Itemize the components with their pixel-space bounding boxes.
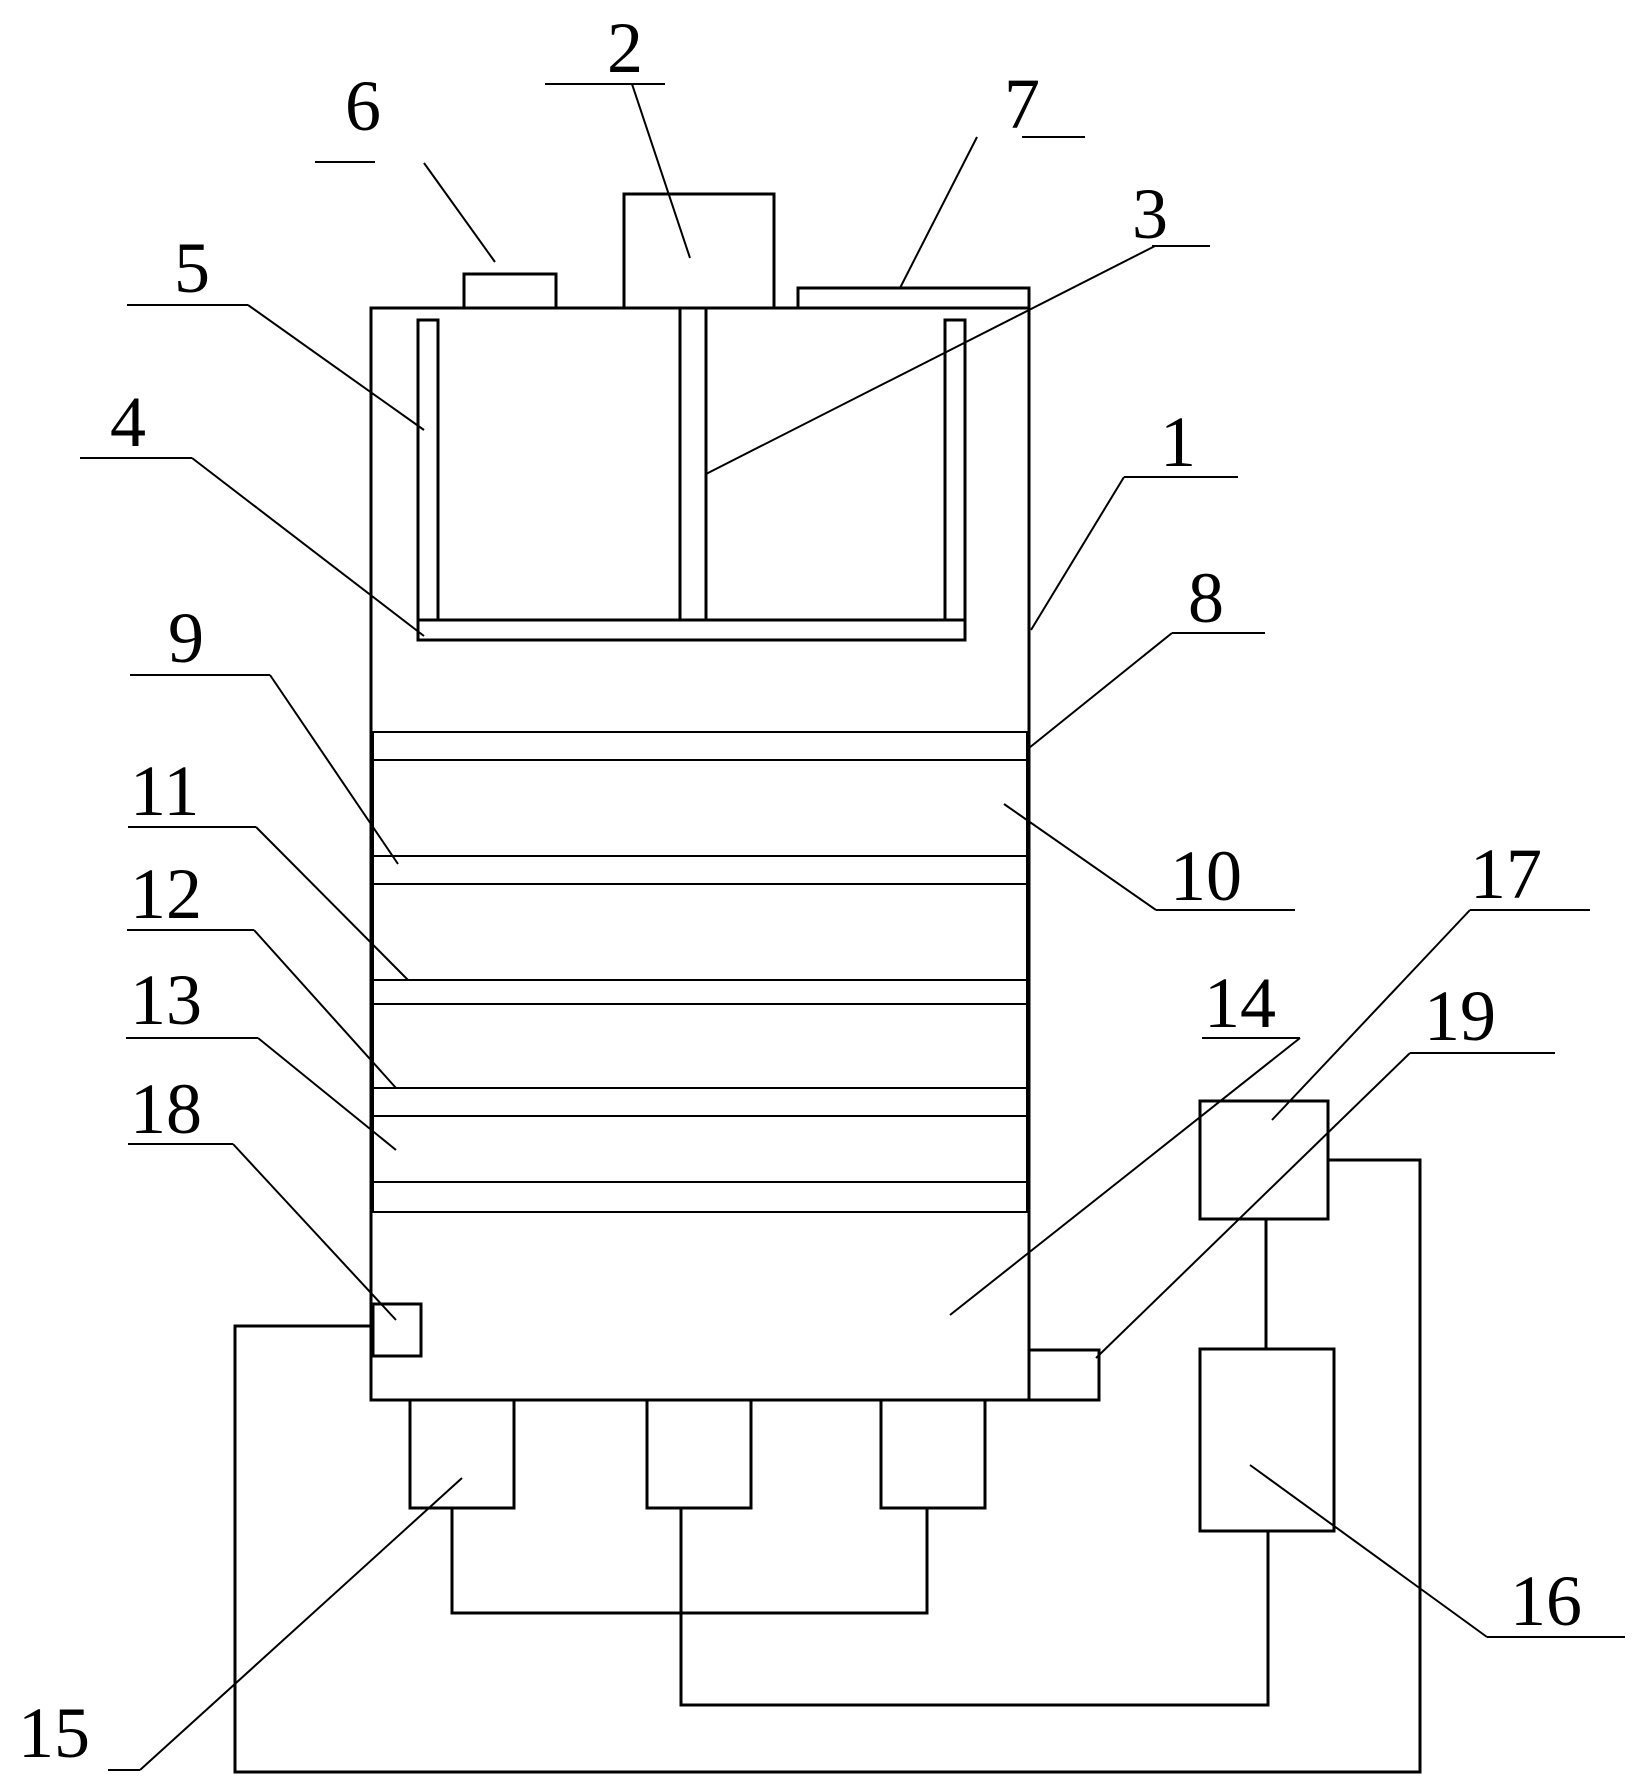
basket-left-wall xyxy=(416,318,440,622)
component-7-plate xyxy=(796,286,1031,310)
outlet-19 xyxy=(1027,1348,1101,1402)
layer-8-plate xyxy=(372,731,1028,761)
label-7: 7 xyxy=(1004,64,1040,144)
label-5: 5 xyxy=(174,228,210,308)
label-11: 11 xyxy=(130,751,199,831)
leader-lines xyxy=(80,83,1625,1771)
label-14: 14 xyxy=(1204,963,1276,1043)
layer-9-plate xyxy=(372,855,1028,885)
leader-16 xyxy=(1249,1464,1625,1638)
basket-right-wall xyxy=(943,318,967,622)
layer-13-media xyxy=(372,1115,1028,1183)
label-16: 16 xyxy=(1510,1561,1582,1641)
component-6-box xyxy=(462,272,558,310)
label-4: 4 xyxy=(110,382,146,462)
layer-11-media xyxy=(372,883,1028,981)
tank-body xyxy=(369,306,1031,1402)
leader-3 xyxy=(705,245,1210,475)
pump-15-middle xyxy=(645,1398,753,1510)
component-16-box xyxy=(1198,1347,1336,1533)
leader-18 xyxy=(128,1143,397,1321)
label-3: 3 xyxy=(1132,174,1168,254)
leader-7 xyxy=(899,136,1085,289)
label-1: 1 xyxy=(1160,402,1196,482)
pump-15-right xyxy=(879,1398,987,1510)
leader-19 xyxy=(1095,1052,1555,1359)
label-13: 13 xyxy=(130,960,202,1040)
leader-8 xyxy=(1028,632,1265,749)
basket-bottom xyxy=(416,618,967,642)
leader-15 xyxy=(108,1477,463,1771)
leader-9 xyxy=(130,674,399,865)
label-6: 6 xyxy=(345,66,381,146)
label-15: 15 xyxy=(18,1693,90,1773)
leader-10 xyxy=(1003,803,1295,911)
layer-12-media xyxy=(372,1003,1028,1089)
leader-17 xyxy=(1271,909,1590,1121)
leader-14 xyxy=(949,1037,1301,1316)
component-17-box xyxy=(1198,1099,1330,1221)
layer-plate-c xyxy=(372,1087,1028,1117)
label-12: 12 xyxy=(130,854,202,934)
label-17: 17 xyxy=(1470,834,1542,914)
leader-1 xyxy=(1030,476,1238,631)
leader-6 xyxy=(315,161,496,263)
layer-plate-b xyxy=(372,979,1028,1005)
leader-4 xyxy=(80,457,425,637)
layer-10-sand xyxy=(372,759,1028,857)
leader-13 xyxy=(126,1037,397,1151)
layer-plate-d xyxy=(372,1181,1028,1213)
label-18: 18 xyxy=(130,1069,202,1149)
stirring-shaft xyxy=(678,306,708,622)
pipe-loop xyxy=(233,1158,1422,1774)
label-19: 19 xyxy=(1424,976,1496,1056)
label-2: 2 xyxy=(607,8,643,88)
leader-11 xyxy=(128,826,409,981)
motor-2-box xyxy=(622,192,776,310)
label-9: 9 xyxy=(168,598,204,678)
leader-2 xyxy=(545,83,691,259)
label-10: 10 xyxy=(1170,836,1242,916)
leader-12 xyxy=(127,929,397,1089)
pump-15-left xyxy=(408,1398,516,1510)
pipe-to-16 xyxy=(679,1508,1270,1707)
component-18-box xyxy=(371,1302,423,1358)
leader-5 xyxy=(127,304,425,431)
label-8: 8 xyxy=(1188,558,1224,638)
pipe-pumps-link xyxy=(450,1508,929,1615)
